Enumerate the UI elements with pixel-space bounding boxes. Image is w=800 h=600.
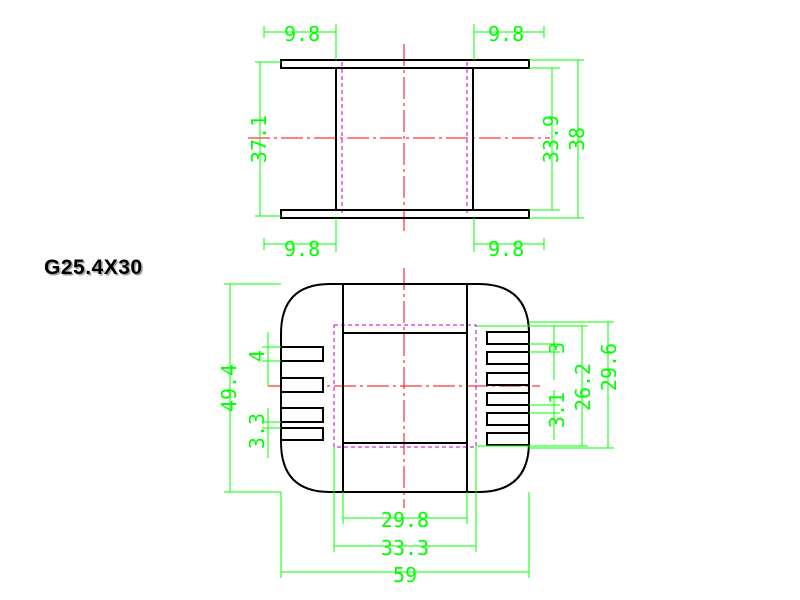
center-leg xyxy=(342,283,468,493)
pin xyxy=(486,331,530,345)
top-flange xyxy=(280,59,530,69)
left-pins xyxy=(280,346,324,441)
dim-pin-offset: 3.1 xyxy=(545,392,569,428)
pin xyxy=(486,392,530,406)
pin xyxy=(280,427,324,441)
bobbin-outer-body xyxy=(280,283,530,493)
top-view-hidden-lines xyxy=(333,324,477,492)
right-pins xyxy=(486,331,530,446)
pin xyxy=(486,351,530,365)
side-view-dimension-lines xyxy=(255,24,584,252)
side-view-outline xyxy=(280,59,530,219)
pin xyxy=(280,407,324,423)
top-view: 49.4 4 3.3 3 3.1 26.2 29.6 29.8 33.3 59 xyxy=(217,268,621,587)
dim-outer-height: 29.6 xyxy=(597,343,621,391)
dim-side-overall-height: 38 xyxy=(565,127,589,151)
pin xyxy=(486,372,530,386)
pin xyxy=(486,412,530,426)
dim-core-width: 33.3 xyxy=(381,536,429,560)
top-view-outline xyxy=(280,283,530,493)
bottom-flange xyxy=(280,209,530,219)
side-view: 9.8 9.8 9.8 9.8 37.1 33.9 38 xyxy=(247,22,589,261)
pin xyxy=(486,432,530,446)
pin xyxy=(280,377,324,393)
dim-bottom-right-flange: 9.8 xyxy=(488,237,524,261)
dim-side-inner-height-left: 37.1 xyxy=(247,115,271,163)
part-title: G25.4X30 xyxy=(44,256,143,279)
dim-top-overall-height: 49.4 xyxy=(217,364,241,412)
dim-overall-width: 59 xyxy=(393,563,417,587)
top-view-dimension-lines xyxy=(224,283,614,578)
dim-pin-pitch: 3 xyxy=(545,342,569,354)
dim-top-left-flange: 9.8 xyxy=(284,22,320,46)
dim-inner-height: 26.2 xyxy=(571,363,595,411)
dim-pin-width: 4 xyxy=(245,350,269,362)
dim-pin-gap: 3.3 xyxy=(245,413,269,449)
dim-side-inner-height-right: 33.9 xyxy=(539,115,563,163)
dim-top-right-flange: 9.8 xyxy=(488,22,524,46)
dim-window-width: 29.8 xyxy=(381,508,429,532)
pin xyxy=(280,346,324,362)
core-window xyxy=(342,332,468,444)
dim-bottom-left-flange: 9.8 xyxy=(284,237,320,261)
